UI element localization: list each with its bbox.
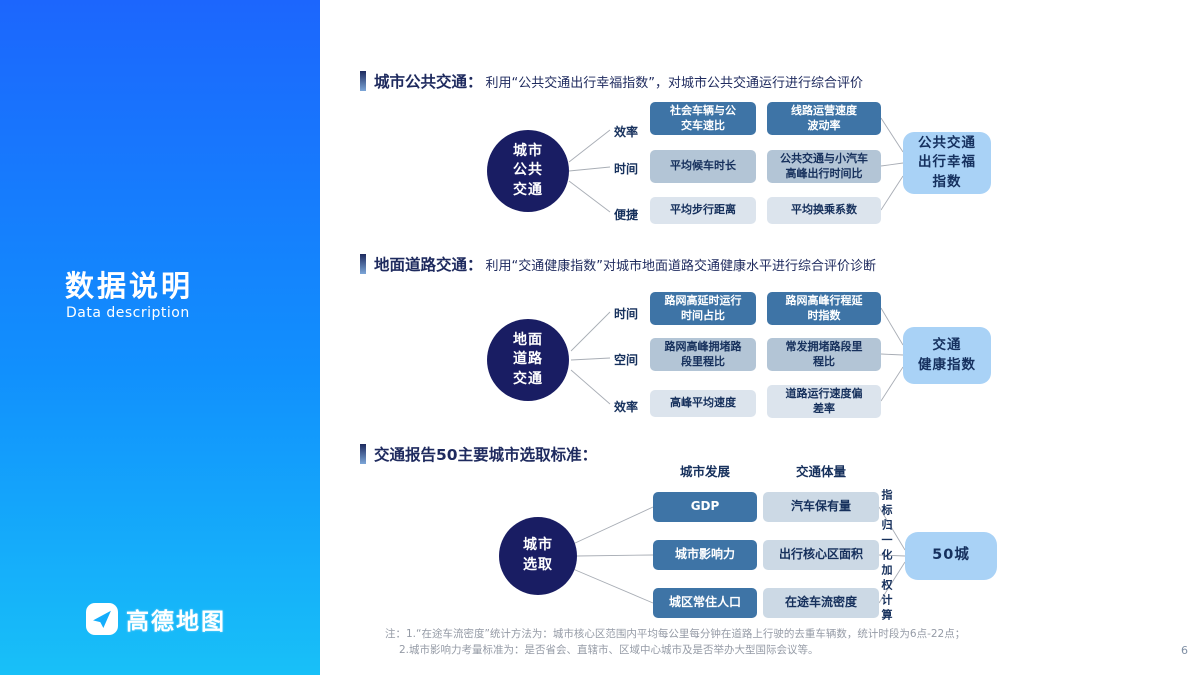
metric-box: 平均换乘系数 — [767, 197, 881, 224]
logo-text: 高德地图 — [126, 609, 226, 635]
footnote-line-2: 2.城市影响力考量标准为：是否省会、直辖市、区域中心城市及是否举办大型国际会议等… — [399, 643, 819, 656]
metric-box: 线路运营速度 波动率 — [767, 102, 881, 135]
metric-box: 公共交通与小汽车 高峰出行时间比 — [767, 150, 881, 183]
page-number: 6 — [1181, 644, 1188, 657]
branch-label: 效率 — [613, 400, 638, 414]
heading-marker — [360, 254, 366, 274]
branch-label: 时间 — [613, 307, 638, 321]
branch-label: 效率 — [613, 125, 638, 139]
connector-lines — [568, 117, 906, 604]
result-box-50-cities: 50城 — [905, 532, 997, 580]
sidebar: 数据说明 Data description 高德地图 — [0, 0, 320, 675]
main-content: 城市公共交通： 利用“公共交通出行幸福指数”，对城市公共交通运行进行综合评价 城… — [320, 0, 1200, 675]
metric-box: 路网高峰行程延 时指数 — [767, 292, 881, 325]
section-1-description: 利用“公共交通出行幸福指数”，对城市公共交通运行进行综合评价 — [485, 76, 863, 91]
metric-box: 社会车辆与公 交车速比 — [650, 102, 756, 135]
branch-label: 便捷 — [613, 208, 638, 222]
result-box-health-index: 交通 健康指数 — [903, 327, 991, 384]
section-1-title: 城市公共交通： — [374, 73, 483, 91]
column-header-traffic-volume: 交通体量 — [795, 464, 846, 479]
circle-node-public-transport: 城市 公共 交通 — [487, 130, 569, 212]
metric-box: 路网高峰拥堵路 段里程比 — [650, 338, 756, 371]
amap-logo: 高德地图 — [86, 602, 226, 636]
metric-box: 道路运行速度偏 差率 — [767, 385, 881, 418]
result-box-happiness-index: 公共交通 出行幸福 指数 — [903, 132, 991, 194]
metric-box: 城市影响力 — [653, 540, 757, 570]
paper-plane-icon — [86, 603, 118, 635]
page-subtitle: Data description — [66, 305, 190, 321]
metric-box: 城区常住人口 — [653, 588, 757, 618]
section-1-heading: 城市公共交通： 利用“公共交通出行幸福指数”，对城市公共交通运行进行综合评价 — [360, 70, 863, 92]
circle-node-road-traffic: 地面 道路 交通 — [487, 319, 569, 401]
vertical-label-normalization: 指标归一化加权计算 — [880, 489, 893, 624]
footnotes: 注：1.“在途车流密度”统计方法为：城市核心区范围内平均每公里每分钟在道路上行驶… — [385, 627, 965, 659]
column-header-city-development: 城市发展 — [679, 464, 730, 479]
metric-box: 平均步行距离 — [650, 197, 756, 224]
heading-marker — [360, 444, 366, 464]
metric-box: 在途车流密度 — [763, 588, 879, 618]
section-2-description: 利用“交通健康指数”对城市地面道路交通健康水平进行综合评价诊断 — [485, 259, 876, 274]
section-2-title: 地面道路交通： — [374, 256, 483, 274]
page-title: 数据说明 — [65, 269, 194, 303]
metric-box: 常发拥堵路段里 程比 — [767, 338, 881, 371]
metric-box: 路网高延时运行 时间占比 — [650, 292, 756, 325]
metric-box: GDP — [653, 492, 757, 522]
circle-node-city-selection: 城市 选取 — [499, 517, 577, 595]
branch-label: 空间 — [613, 353, 638, 367]
heading-marker — [360, 71, 366, 91]
metric-box: 出行核心区面积 — [763, 540, 879, 570]
metric-box: 高峰平均速度 — [650, 390, 756, 417]
branch-label: 时间 — [613, 162, 638, 176]
metric-box: 汽车保有量 — [763, 492, 879, 522]
footnote-line-1: 注：1.“在途车流密度”统计方法为：城市核心区范围内平均每公里每分钟在道路上行驶… — [385, 628, 966, 640]
section-3-title: 交通报告50主要城市选取标准： — [374, 446, 598, 464]
section-2-heading: 地面道路交通： 利用“交通健康指数”对城市地面道路交通健康水平进行综合评价诊断 — [360, 253, 876, 275]
metric-box: 平均候车时长 — [650, 150, 756, 183]
section-3-heading: 交通报告50主要城市选取标准： — [360, 443, 597, 465]
